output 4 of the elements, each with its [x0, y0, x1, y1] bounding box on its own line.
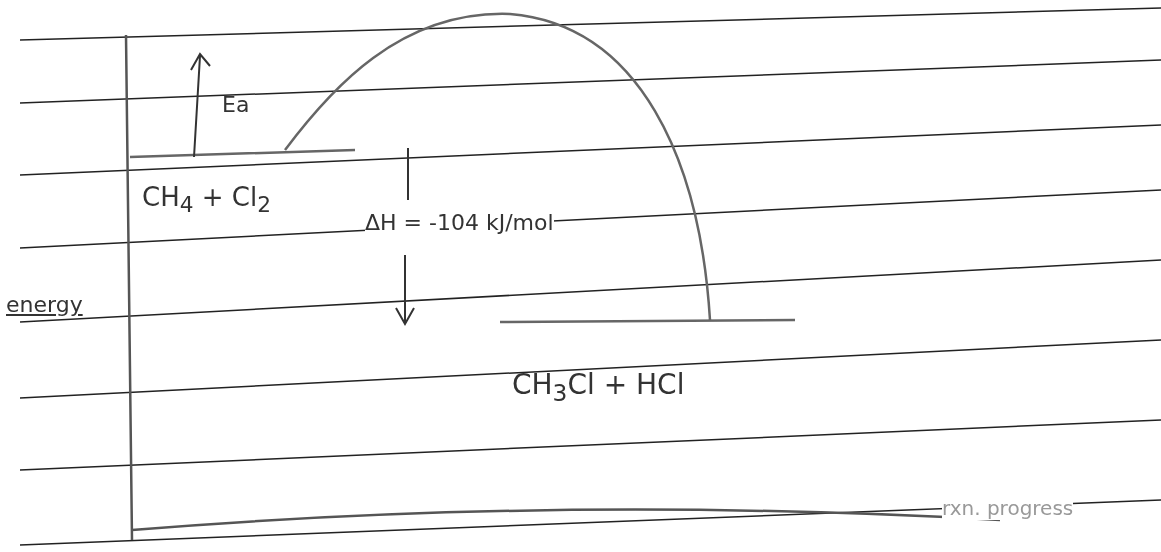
reactants-label: CH$_{4}$ + Cl$_{2}$: [142, 182, 271, 218]
activation-energy-label: Ea: [222, 92, 250, 117]
products-label: CH$_{3}$Cl + HCl: [512, 368, 685, 407]
y-axis-label: energy: [6, 292, 83, 317]
